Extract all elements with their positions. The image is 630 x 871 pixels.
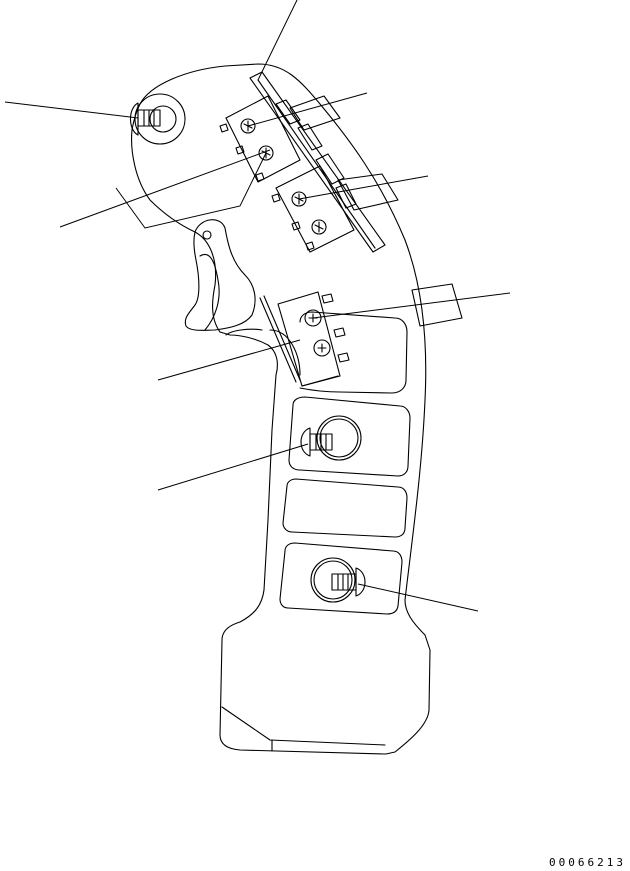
- grip-windows: [280, 312, 410, 614]
- middle-micro-switch: [272, 166, 398, 252]
- leader-lines: [5, 0, 510, 611]
- lower-micro-switch: [260, 284, 462, 386]
- screw-head-icon: [312, 220, 326, 234]
- screw-head-icon: [259, 146, 273, 160]
- trigger-lever: [185, 220, 262, 335]
- screw-head-icon: [314, 340, 330, 356]
- drawing-part-number: 00066213: [549, 856, 626, 869]
- screw-lower: [311, 558, 365, 602]
- grip-housing: [132, 64, 430, 754]
- switch-mounting-bracket: [250, 72, 385, 252]
- screw-head-icon: [305, 310, 321, 326]
- screw-head-icon: [241, 119, 255, 133]
- screw-middle: [301, 416, 361, 460]
- screw-head-icon: [292, 192, 306, 206]
- screw-top-left: [131, 94, 186, 144]
